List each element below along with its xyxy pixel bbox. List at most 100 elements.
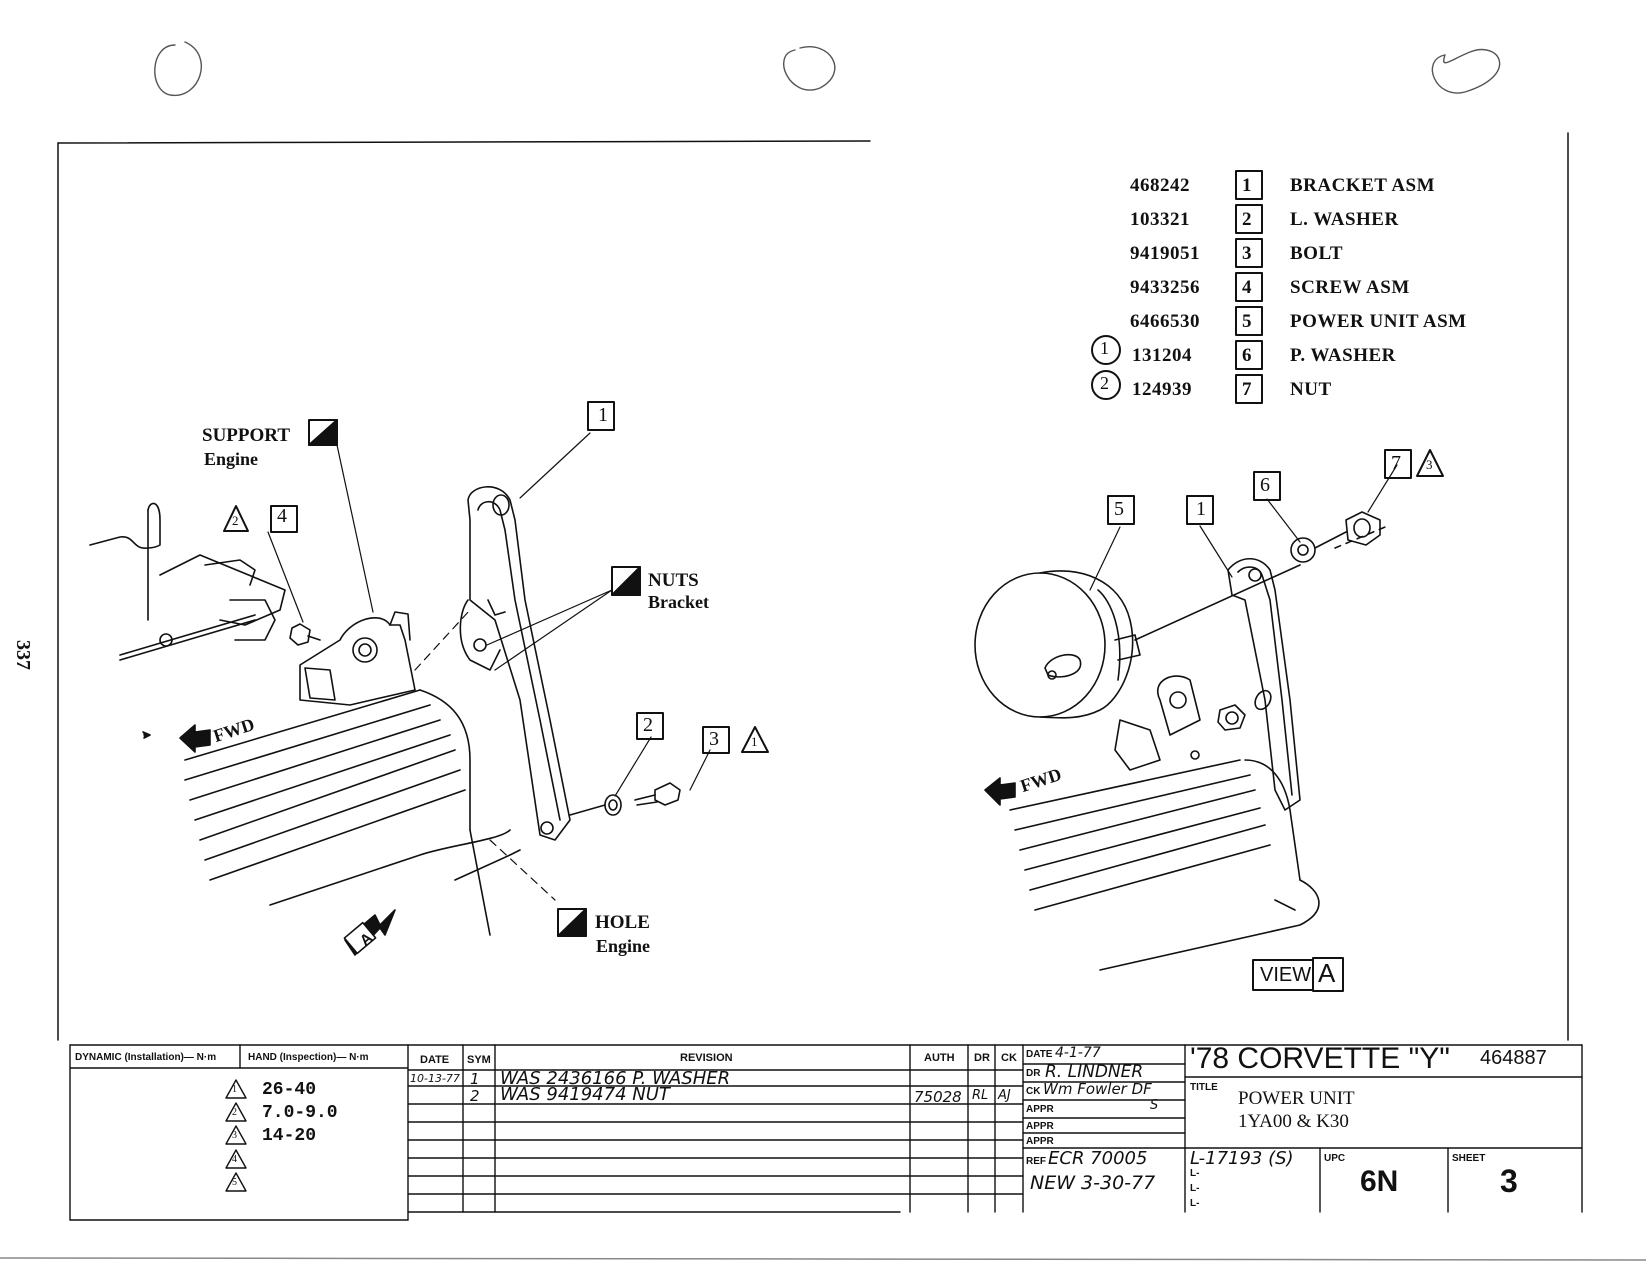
callout-boxes-left (223, 401, 769, 937)
l-label-2: L- (1190, 1168, 1200, 1179)
part-name: BOLT (1290, 243, 1344, 264)
l-value: L-17193 (S) (1190, 1148, 1294, 1169)
part-name: SCREW ASM (1290, 277, 1410, 298)
part-name: P. WASHER (1290, 345, 1396, 366)
callout-item-4: 4 (277, 505, 287, 527)
revision-row-2-sym: 2 (470, 1087, 480, 1105)
appr-label-3: APPR (1026, 1136, 1054, 1147)
leader-lines-right (1089, 464, 1398, 591)
callout-boxes-right (1107, 449, 1444, 992)
appr-label-2: APPR (1026, 1121, 1054, 1132)
revision-row-2-ck: AJ (998, 1088, 1011, 1103)
torque-sym-3: 3 (232, 1130, 237, 1141)
nuts-label: NUTS (648, 570, 699, 591)
callout-tri-1-left: 1 (751, 734, 758, 749)
part-number: 9419051 (1130, 243, 1200, 264)
part-number: 468242 (1130, 175, 1190, 196)
torque-sym-4: 4 (232, 1154, 237, 1165)
note-number: 2 (1100, 373, 1109, 393)
l-label-3: L- (1190, 1183, 1200, 1194)
sheet-label: SHEET (1452, 1153, 1486, 1164)
part-item-number: 5 (1242, 311, 1252, 332)
part-item-number: 1 (1242, 175, 1252, 196)
drawing-number: 464887 (1480, 1047, 1547, 1069)
revision-row-2-dr: RL (972, 1088, 989, 1103)
part-item-number: 6 (1242, 345, 1252, 366)
upc-label: UPC (1324, 1153, 1346, 1164)
model-name: '78 CORVETTE "Y" (1190, 1042, 1450, 1075)
leader-lines-left (267, 432, 711, 797)
revision-header-date: DATE (420, 1054, 450, 1066)
appr-value: S (1150, 1098, 1159, 1113)
callout-item-7: 7 (1391, 452, 1401, 474)
callout-item-2: 2 (643, 714, 653, 736)
view-a-illustration (974, 511, 1391, 971)
callout-item-1-right: 1 (1196, 498, 1206, 520)
engine-valve-cover-view-a (1009, 759, 1320, 971)
upc-value: 6N (1360, 1165, 1399, 1198)
view-label-letter: A (1318, 958, 1336, 988)
callout-item-3: 3 (709, 728, 719, 750)
torque-value-2: 7.0-9.0 (262, 1103, 338, 1123)
view-label: VIEW (1260, 964, 1312, 986)
support-label: SUPPORT (202, 425, 291, 446)
revision-row-1-text: WAS 2436166 P. WASHER (500, 1068, 731, 1089)
support-sublabel: Engine (204, 449, 259, 469)
revision-header-dr: DR (974, 1052, 990, 1064)
date-value: 4-1-77 (1055, 1045, 1101, 1061)
ref-value: ECR 70005 (1048, 1148, 1148, 1169)
revision-row-1-date: 10-13-77 (410, 1072, 460, 1085)
nuts-sublabel: Bracket (648, 592, 709, 612)
ref-label: REF (1026, 1156, 1046, 1167)
part-item-number: 7 (1242, 379, 1252, 400)
part-number: 131204 (1132, 345, 1192, 366)
revision-row-2-text: WAS 9419474 NUT (500, 1084, 670, 1105)
title-line-2: 1YA00 & K30 (1238, 1111, 1349, 1132)
bracket-asm-illustration (459, 486, 571, 841)
ck-label: CK (1026, 1086, 1041, 1097)
revision-row-1-sym: 1 (470, 1070, 480, 1088)
hole-label: HOLE (595, 912, 650, 933)
drawing-border (0, 132, 1646, 1261)
torque-sym-2: 2 (232, 1107, 237, 1118)
revision-header-revision: REVISION (680, 1052, 733, 1064)
torque-dynamic-header: DYNAMIC (Installation)— N·m (75, 1052, 217, 1063)
revision-header-auth: AUTH (924, 1052, 955, 1064)
part-number: 103321 (1130, 209, 1190, 230)
torque-value-3: 14-20 (262, 1126, 317, 1146)
part-item-number: 2 (1242, 209, 1252, 230)
dr-value: R. LINDNER (1045, 1062, 1144, 1082)
hole-sublabel: Engine (596, 936, 651, 956)
title-line-1: POWER UNIT (1238, 1088, 1355, 1109)
callout-tri-3-right: 3 (1426, 457, 1433, 472)
appr-label-1: APPR (1026, 1104, 1054, 1115)
page-number: 337 (12, 640, 34, 670)
torque-value-1: 26-40 (262, 1080, 317, 1100)
title-label: TITLE (1190, 1082, 1218, 1093)
callout-item-5: 5 (1114, 498, 1124, 520)
part-name: BRACKET ASM (1290, 175, 1436, 196)
ck-value: Wm Fowler DF (1043, 1080, 1152, 1098)
parts-list-boxes (1091, 170, 1263, 404)
part-number: 6466530 (1130, 311, 1200, 332)
l-label-4: L- (1190, 1198, 1200, 1209)
power-unit-illustration (974, 570, 1141, 719)
torque-sym-5: 5 (232, 1177, 237, 1188)
part-name: NUT (1290, 379, 1332, 400)
torque-sym-1: 1 (232, 1084, 237, 1095)
date-label: DATE (1026, 1049, 1053, 1060)
view-a-arrow (343, 909, 396, 956)
part-item-number: 4 (1242, 277, 1252, 298)
callout-item-1-left: 1 (598, 404, 608, 426)
note-number: 1 (1100, 338, 1109, 358)
part-name: L. WASHER (1290, 209, 1399, 230)
dr-label: DR (1026, 1068, 1041, 1079)
part-number: 124939 (1132, 379, 1192, 400)
part-item-number: 3 (1242, 243, 1252, 264)
torque-hand-header: HAND (Inspection)— N·m (248, 1052, 369, 1063)
main-assembly-illustration (89, 486, 681, 956)
callout-tri-2-left: 2 (232, 513, 239, 528)
callout-item-6: 6 (1260, 474, 1270, 496)
part-number: 9433256 (1130, 277, 1200, 298)
